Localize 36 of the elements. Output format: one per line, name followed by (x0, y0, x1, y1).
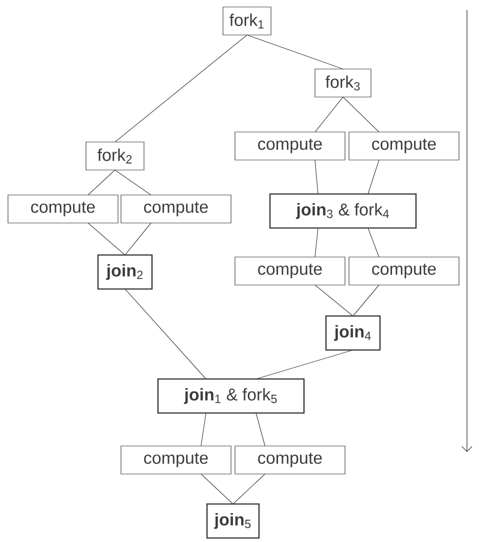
task-box: compute (234, 256, 346, 286)
connector-line (342, 96, 380, 132)
task-box: compute (8, 194, 118, 224)
task-box: fork$_{1}$ (222, 6, 272, 36)
connector-line (246, 34, 344, 70)
task-box: fork$_{2}$ (86, 142, 144, 170)
connector-line (314, 284, 354, 316)
connector-line (124, 222, 152, 256)
connector-line (368, 160, 380, 194)
connector-line (114, 170, 152, 196)
connector-line (200, 474, 234, 504)
join-box: join$_{2}$ (97, 254, 153, 290)
task-box: compute (348, 132, 460, 160)
connector-line (200, 412, 206, 446)
connector-line (368, 228, 380, 258)
task-box: compute (120, 446, 232, 474)
join-box: join$_{4}$ (325, 315, 381, 351)
task-box: fork$_{3}$ (314, 68, 372, 98)
task-box: compute (234, 446, 346, 474)
join-box: join$_{5}$ (206, 503, 260, 539)
task-box: compute (234, 132, 346, 160)
connector-line (114, 34, 248, 142)
connector-line (88, 170, 116, 196)
join-box: join$_{3}$ & fork$_{4}$ (269, 193, 417, 229)
task-box: compute (120, 194, 232, 224)
connector-line (88, 222, 126, 256)
connector-line (352, 284, 380, 316)
connector-line (124, 288, 206, 380)
connector-line (232, 474, 266, 504)
connector-line (314, 228, 318, 258)
connector-line (314, 96, 344, 132)
connector-line (314, 160, 318, 194)
join-box: join$_{1}$ & fork$_{5}$ (157, 378, 305, 414)
task-box: compute (348, 256, 460, 286)
connector-line (256, 350, 354, 380)
connector-line (256, 412, 266, 446)
